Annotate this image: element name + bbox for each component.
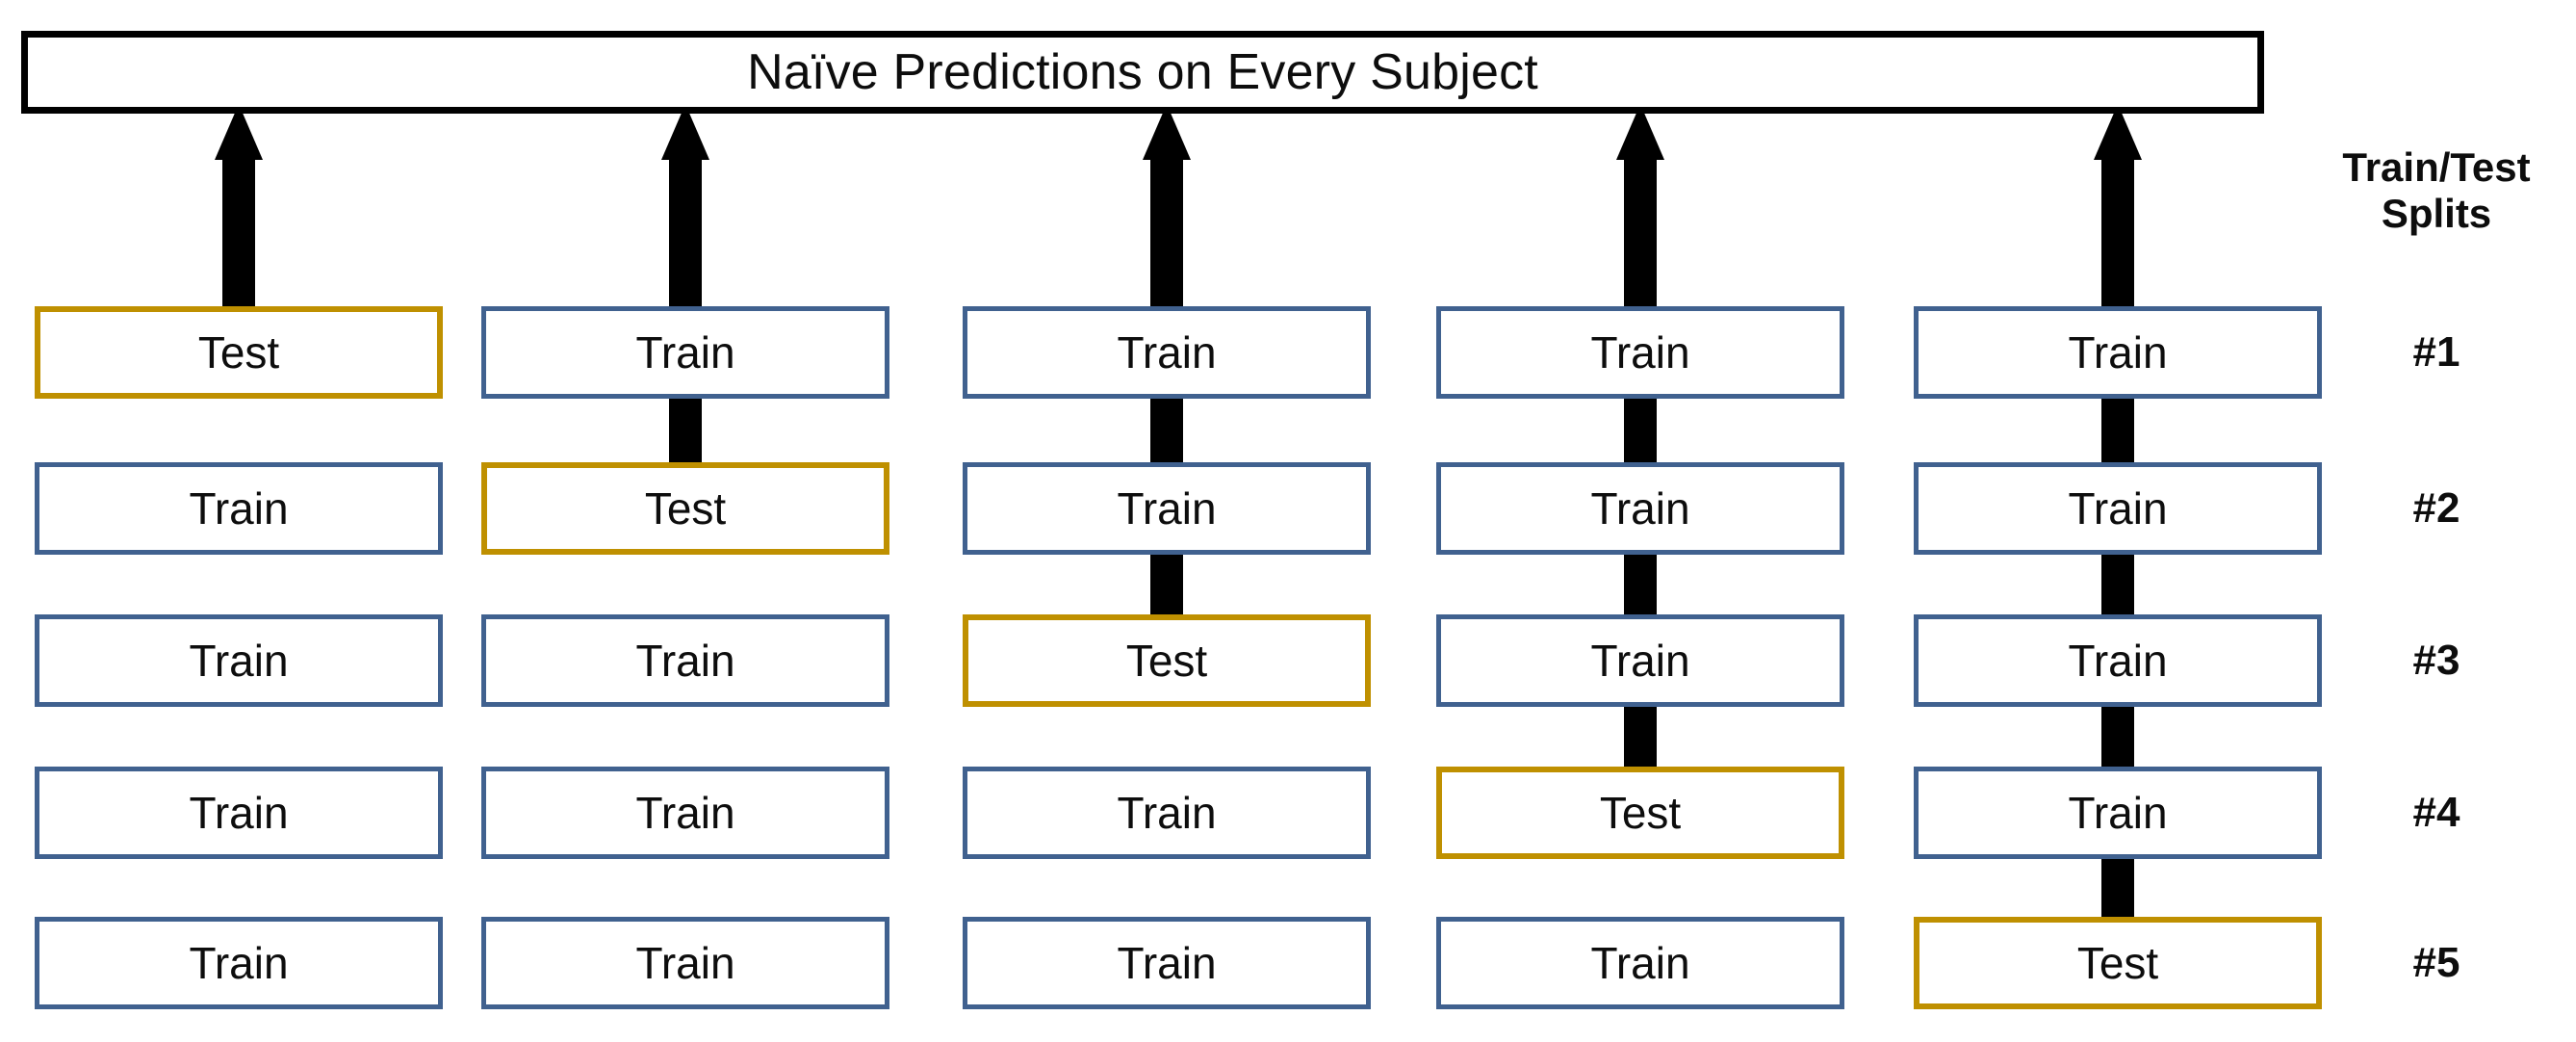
- fold-cell-train: Train: [963, 462, 1371, 555]
- fold-cell-train: Train: [35, 917, 443, 1009]
- split-label: #1: [2412, 328, 2460, 376]
- train-test-splits-heading: Train/Test Splits: [2310, 144, 2563, 237]
- fold-cell-train: Train: [963, 767, 1371, 859]
- split-label: #5: [2412, 939, 2460, 986]
- fold-cell-train: Train: [35, 462, 443, 555]
- fold-cell-train: Train: [481, 306, 889, 399]
- fold-cell-test: Test: [963, 614, 1371, 707]
- fold-cell-train: Train: [481, 614, 889, 707]
- fold-cell-train: Train: [481, 767, 889, 859]
- splits-heading-line-1: Train/Test: [2342, 144, 2531, 190]
- fold-cell-test: Test: [35, 306, 443, 399]
- banner-title: Naïve Predictions on Every Subject: [747, 44, 1538, 100]
- fold-cell-test: Test: [481, 462, 889, 555]
- split-label: #3: [2412, 637, 2460, 684]
- fold-cell-train: Train: [1914, 462, 2322, 555]
- naive-predictions-banner: Naïve Predictions on Every Subject: [21, 31, 2264, 114]
- fold-cell-train: Train: [963, 306, 1371, 399]
- fold-cell-train: Train: [1436, 917, 1844, 1009]
- fold-cell-test: Test: [1436, 767, 1844, 859]
- fold-cell-train: Train: [481, 917, 889, 1009]
- splits-heading-line-2: Splits: [2381, 190, 2492, 236]
- fold-cell-test: Test: [1914, 917, 2322, 1009]
- fold-cell-train: Train: [1914, 614, 2322, 707]
- fold-cell-train: Train: [35, 767, 443, 859]
- split-label: #4: [2412, 789, 2460, 836]
- fold-cell-train: Train: [1436, 306, 1844, 399]
- fold-cell-train: Train: [963, 917, 1371, 1009]
- arrow-shaft: [222, 154, 255, 312]
- fold-cell-train: Train: [1914, 306, 2322, 399]
- fold-cell-train: Train: [1436, 614, 1844, 707]
- fold-cell-train: Train: [35, 614, 443, 707]
- split-label: #2: [2412, 484, 2460, 532]
- fold-cell-train: Train: [1436, 462, 1844, 555]
- fold-cell-train: Train: [1914, 767, 2322, 859]
